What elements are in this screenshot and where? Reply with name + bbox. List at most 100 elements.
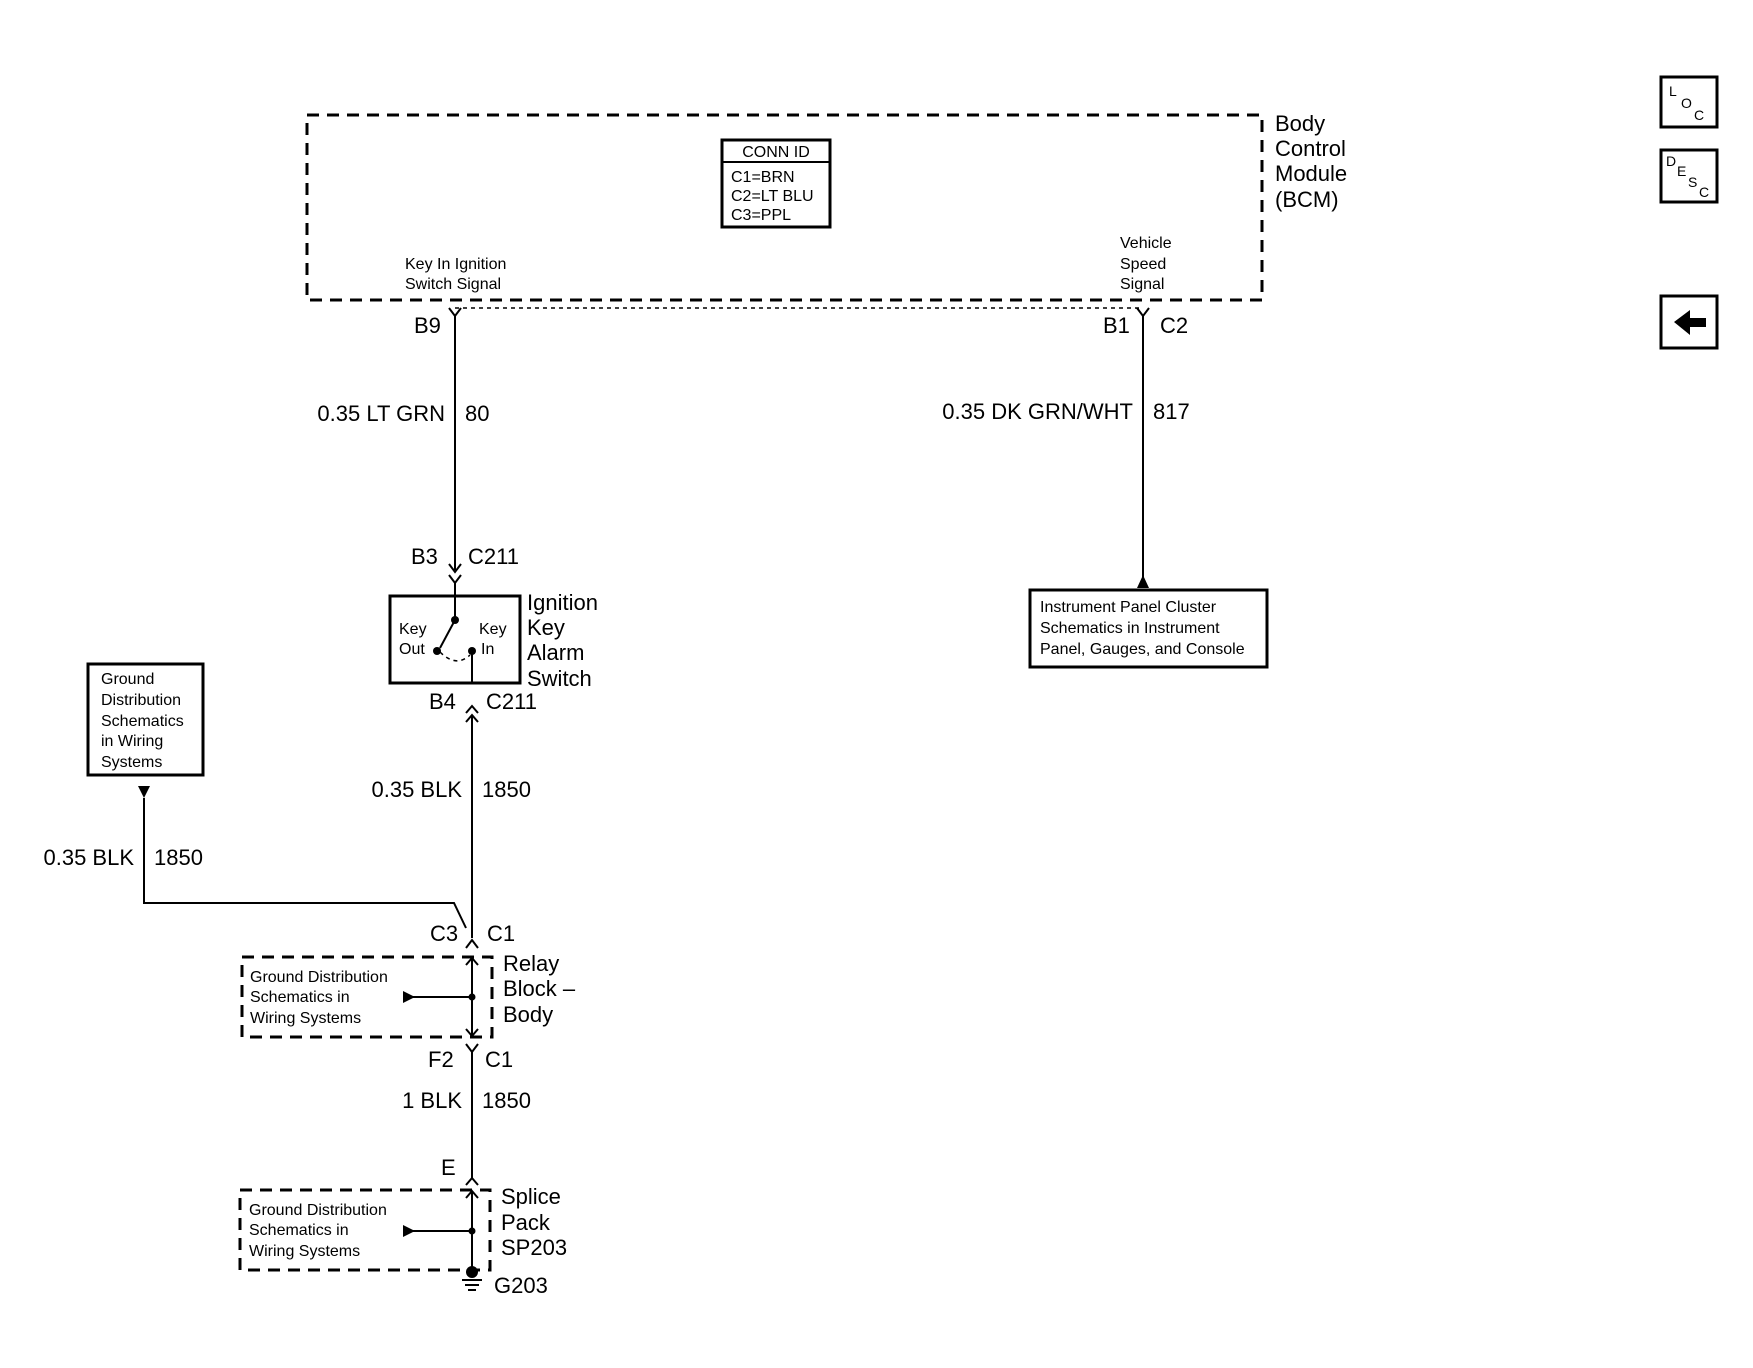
splice-pack-name-line-3: SP203	[501, 1235, 567, 1260]
pin-b3: B3	[411, 544, 438, 569]
switch-blade	[439, 619, 456, 649]
vss-wire: B1 C2 0.35 DK GRN/WHT 817	[942, 307, 1190, 588]
relay-block-ground-arrow-icon	[403, 991, 415, 1003]
pin-e: E	[441, 1155, 456, 1180]
switch-key-out-line-2: Out	[399, 641, 425, 658]
switch-name-line-4: Switch	[527, 666, 592, 691]
bcm-outline	[305, 113, 1264, 302]
b4-terminal	[465, 704, 479, 714]
switch-ground-wire-color: 0.35 BLK	[371, 777, 462, 802]
switch-key-in-line-1: Key	[479, 621, 507, 638]
key-in-signal-line-2: Switch Signal	[405, 276, 501, 293]
left-ground-arrow-icon	[138, 786, 150, 798]
relay-to-splice-wire-circuit: 1850	[482, 1088, 531, 1113]
relay-block-ground-reference[interactable]: Ground Distribution Schematics in Wiring…	[250, 969, 388, 1027]
left-ground-wire-circuit: 1850	[154, 845, 203, 870]
desc-s: S	[1688, 174, 1697, 190]
desc-c: C	[1699, 184, 1709, 200]
desc-d: D	[1666, 153, 1676, 169]
desc-button-frame	[1659, 148, 1719, 204]
splice-ground-ref-line-3: Wiring Systems	[249, 1243, 360, 1260]
left-ground-ref-line-5: Systems	[101, 754, 162, 771]
left-ground-wire-color: 0.35 BLK	[43, 845, 134, 870]
relay-block-name-line-1: Relay	[503, 951, 559, 976]
pin-b4: B4	[429, 689, 456, 714]
switch-travel-arc	[439, 651, 471, 662]
left-ground-ref-line-3: Schematics	[101, 713, 184, 730]
vss-wire-color: 0.35 DK GRN/WHT	[942, 399, 1133, 424]
conn-c1-top: C1	[487, 921, 515, 946]
ipc-reference[interactable]: Instrument Panel Cluster Schematics in I…	[1028, 588, 1269, 669]
conn-id-title: CONN ID	[742, 144, 810, 161]
splice-pack-ground-arrow-icon	[403, 1225, 415, 1237]
loc-l: L	[1669, 83, 1677, 99]
bcm-name-line-1: Body	[1275, 111, 1325, 136]
left-ground-reference[interactable]: Ground Distribution Schematics in Wiring…	[86, 662, 205, 777]
ipc-ref-line-3: Panel, Gauges, and Console	[1040, 641, 1245, 658]
left-ground-reference-outline	[86, 662, 205, 777]
b9-terminal	[448, 307, 462, 318]
vss-signal-line-3: Signal	[1120, 276, 1164, 293]
left-ground-ref-line-4: in Wiring	[101, 733, 163, 750]
conn-id-line-1: C1=BRN	[731, 169, 795, 186]
f2-terminal	[465, 1043, 479, 1054]
conn-id-line-3: C3=PPL	[731, 207, 791, 224]
desc-button[interactable]: D E S C	[1659, 148, 1719, 204]
relay-block-bottom-arrow	[465, 1028, 479, 1038]
ground-g203: G203	[462, 1266, 548, 1298]
relay-block-outline	[240, 955, 494, 1039]
splice-pack-sp203: Ground Distribution Schematics in Wiring…	[238, 1184, 567, 1272]
ground-g203-label: G203	[494, 1273, 548, 1298]
desc-e: E	[1677, 163, 1686, 179]
left-arrow-icon	[1674, 310, 1706, 335]
ipc-reference-outline	[1028, 588, 1269, 669]
switch-name-line-1: Ignition	[527, 590, 598, 615]
left-ground-ref-line-2: Distribution	[101, 692, 181, 709]
ground-point	[466, 1266, 478, 1278]
conn-c211-bottom: C211	[486, 689, 537, 714]
ipc-ref-line-1: Instrument Panel Cluster	[1040, 599, 1217, 616]
key-in-wire-color: 0.35 LT GRN	[317, 401, 445, 426]
loc-button[interactable]: L O C	[1659, 75, 1719, 129]
switch-ground-wire: B4 C211 0.35 BLK 1850	[371, 689, 537, 938]
conn-id-line-2: C2=LT BLU	[731, 188, 814, 205]
switch-key-in-line-2: In	[481, 641, 494, 658]
conn-id-outline	[720, 138, 832, 229]
splice-ground-ref-line-2: Schematics in	[249, 1222, 349, 1239]
splice-pack-ground-reference[interactable]: Ground Distribution Schematics in Wiring…	[249, 1202, 387, 1260]
left-ground-wire: 0.35 BLK 1850 C3 C1	[43, 786, 515, 949]
relay-ground-ref-line-1: Ground Distribution	[250, 969, 388, 986]
conn-id-box: CONN ID C1=BRN C2=LT BLU C3=PPL	[720, 138, 832, 229]
vss-signal-line-2: Speed	[1120, 256, 1166, 273]
pin-c3: C3	[430, 921, 458, 946]
ipc-ref-line-2: Schematics in Instrument	[1040, 620, 1220, 637]
bcm-name-line-2: Control	[1275, 136, 1346, 161]
vss-signal-line-1: Vehicle	[1120, 235, 1172, 252]
back-button[interactable]	[1659, 294, 1719, 350]
relay-block-body: Ground Distribution Schematics in Wiring…	[240, 951, 576, 1039]
conn-c1-bottom: C1	[485, 1047, 513, 1072]
switch-name-line-2: Key	[527, 615, 565, 640]
conn-c211-top: C211	[468, 544, 519, 569]
loc-c: C	[1694, 107, 1704, 123]
conn-c2: C2	[1160, 313, 1188, 338]
left-ground-wire-line	[143, 798, 467, 929]
switch-key-out-contact	[433, 647, 441, 655]
relay-ground-ref-line-2: Schematics in	[250, 989, 350, 1006]
vss-arrow-icon	[1137, 575, 1149, 588]
splice-ground-ref-line-1: Ground Distribution	[249, 1202, 387, 1219]
bcm-name-line-4: (BCM)	[1275, 187, 1339, 212]
key-in-wire: B9 0.35 LT GRN 80 B3 C211	[317, 307, 519, 585]
relay-to-splice-wire-color: 1 BLK	[402, 1088, 462, 1113]
switch-ground-wire-circuit: 1850	[482, 777, 531, 802]
loc-o: O	[1681, 95, 1692, 111]
left-ground-ref-line-1: Ground	[101, 671, 154, 688]
pin-b9: B9	[414, 313, 441, 338]
e-terminal	[465, 1176, 479, 1186]
bcm-name-line-3: Module	[1275, 161, 1347, 186]
splice-pack-name-line-2: Pack	[501, 1210, 551, 1235]
b3-terminal	[448, 574, 462, 585]
splice-pack-junction	[468, 1227, 476, 1235]
relay-block-name-line-2: Block –	[503, 976, 576, 1001]
